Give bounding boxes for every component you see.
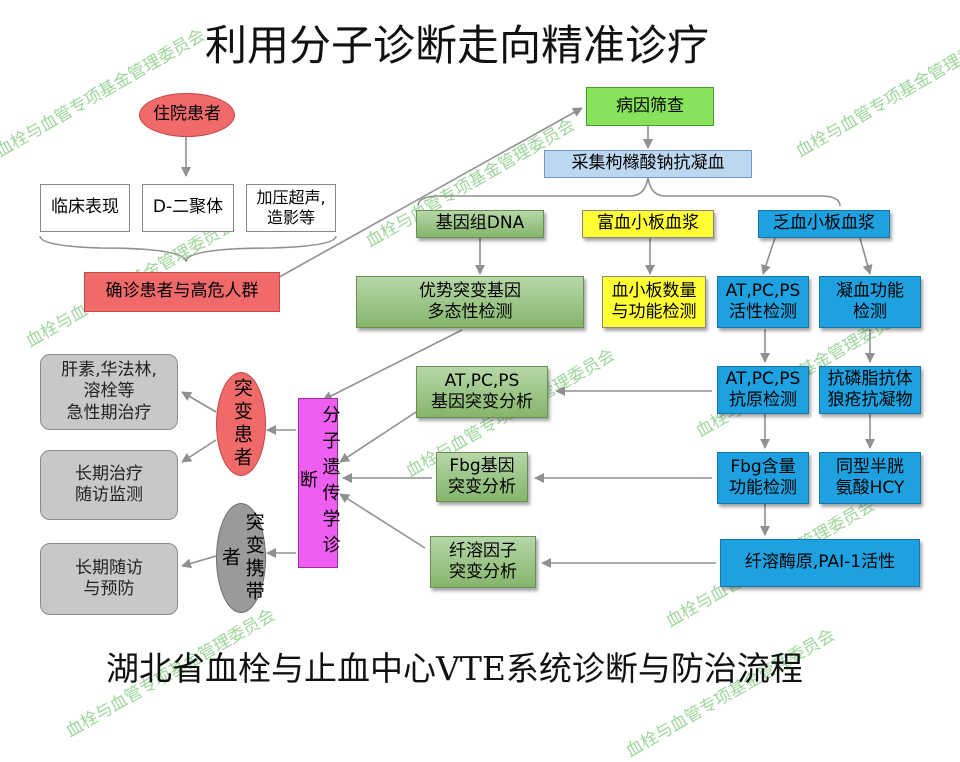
molecular-diagnosis-node: 分子遗传学诊断: [297, 398, 341, 568]
antiphospholipid-node: 抗磷脂抗体 狼疮抗凝物: [819, 366, 921, 414]
ddimer-node: D-二聚体: [142, 184, 234, 232]
long-followup-node: 长期随访 与预防: [40, 543, 178, 615]
plasminogen-node: 纤溶酶原,PAI-1活性: [720, 539, 920, 587]
confirm-node: 确诊患者与高危人群: [84, 272, 280, 312]
fibrinolysis-gene-node: 纤溶因子 突变分析: [430, 536, 536, 588]
platelet-node: 血小板数量 与功能检测: [602, 276, 706, 328]
fbg-gene-node: Fbg基因 突变分析: [436, 452, 528, 502]
inpatient-node: 住院患者: [139, 93, 235, 137]
atpcps-antigen-node: AT,PC,PS 抗原检测: [717, 366, 809, 414]
fbg-content-node: Fbg含量 功能检测: [717, 452, 809, 504]
ppp-node: 乏血小板血浆: [758, 210, 890, 238]
clinical-node: 临床表现: [40, 184, 130, 232]
atpcps-gene-node: AT,PC,PS 基因突变分析: [416, 366, 548, 418]
prp-node: 富血小板血浆: [582, 210, 714, 238]
coag-function-node: 凝血功能 检测: [819, 276, 921, 328]
page-title: 利用分子诊断走向精准诊疗: [205, 21, 710, 70]
ultrasound-node: 加压超声, 造影等: [246, 184, 336, 232]
mutant-patient-node: 突变患者: [216, 372, 266, 476]
dna-node: 基因组DNA: [416, 210, 544, 238]
acute-treatment-node: 肝素,华法林, 溶栓等 急性期治疗: [40, 354, 178, 430]
footer-title: 湖北省血栓与止血中心VTE系统诊断与防治流程: [106, 649, 803, 688]
screening-node: 病因筛查: [586, 87, 714, 126]
hcy-node: 同型半胱 氨酸HCY: [819, 452, 921, 504]
mutant-carrier-node: 突变携带者: [216, 503, 266, 613]
polymorphism-node: 优势突变基因 多态性检测: [356, 276, 584, 328]
collect-node: 采集枸橼酸钠抗凝血: [544, 150, 752, 178]
long-treatment-node: 长期治疗 随访监测: [40, 450, 178, 520]
atpcps-activity-node: AT,PC,PS 活性检测: [717, 276, 809, 328]
connectors: [39, 107, 875, 569]
